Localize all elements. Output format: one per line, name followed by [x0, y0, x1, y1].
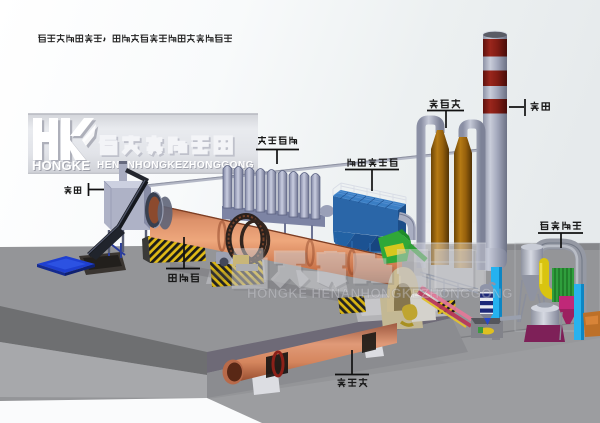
svg-text:HONGKE: HONGKE [32, 158, 90, 173]
svg-text:HENANHONGKEZHONGGONG: HENANHONGKEZHONGGONG [98, 161, 255, 172]
svg-text:HONGKE: HONGKE [33, 159, 91, 174]
svg-text:HONGKE HENANHONGKEZHONGGONG: HONGKE HENANHONGKEZHONGGONG [247, 286, 513, 301]
svg-text:HENANHONGKEZHONGGONG: HENANHONGKEZHONGGONG [97, 160, 254, 171]
